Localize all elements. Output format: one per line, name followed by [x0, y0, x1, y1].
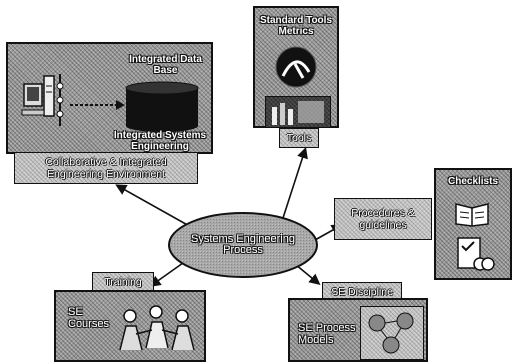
database-subtitle: Integrated Systems Engineering	[113, 130, 207, 152]
collab-panel: Integrated Data Base Integrated Systems …	[6, 42, 213, 154]
tools-label: Tools	[279, 128, 319, 148]
checklists-panel: Checklists	[434, 168, 512, 280]
discipline-models-text: SE Process Models	[298, 322, 356, 346]
arrow-to-procedures	[314, 224, 343, 241]
discipline-panel: SE Process Models	[288, 298, 428, 362]
clipboard-checklist-icon	[457, 237, 495, 271]
checklists-title: Checklists	[447, 176, 499, 187]
training-panel: SE Courses	[54, 290, 206, 362]
compass-tool-icon	[275, 46, 317, 88]
data-flow-arrow	[70, 100, 125, 110]
training-courses-text: SE Courses	[68, 306, 109, 330]
tools-screenshot-image	[265, 96, 331, 128]
collab-label: Collaborative & Integrated Engineering E…	[14, 152, 198, 184]
procedures-label: Procedures & guidelines	[334, 198, 432, 240]
database-cylinder-icon	[125, 81, 199, 132]
open-book-icon	[455, 203, 489, 227]
database-title: Integrated Data Base	[129, 54, 202, 76]
arrow-to-tools	[282, 146, 308, 219]
bar-graphic-icon	[272, 101, 324, 125]
training-label: Training	[92, 272, 154, 292]
tools-panel: Standard Tools Metrics	[253, 6, 339, 128]
computer-workstation-icon	[21, 74, 64, 126]
process-flow-icon	[368, 312, 414, 354]
process-model-image	[360, 306, 424, 360]
discipline-label: SE Discipline	[322, 282, 402, 302]
tools-title: Standard Tools Metrics	[259, 15, 333, 37]
center-label: Systems Engineering Process	[191, 233, 295, 256]
people-group-icon	[119, 305, 195, 351]
